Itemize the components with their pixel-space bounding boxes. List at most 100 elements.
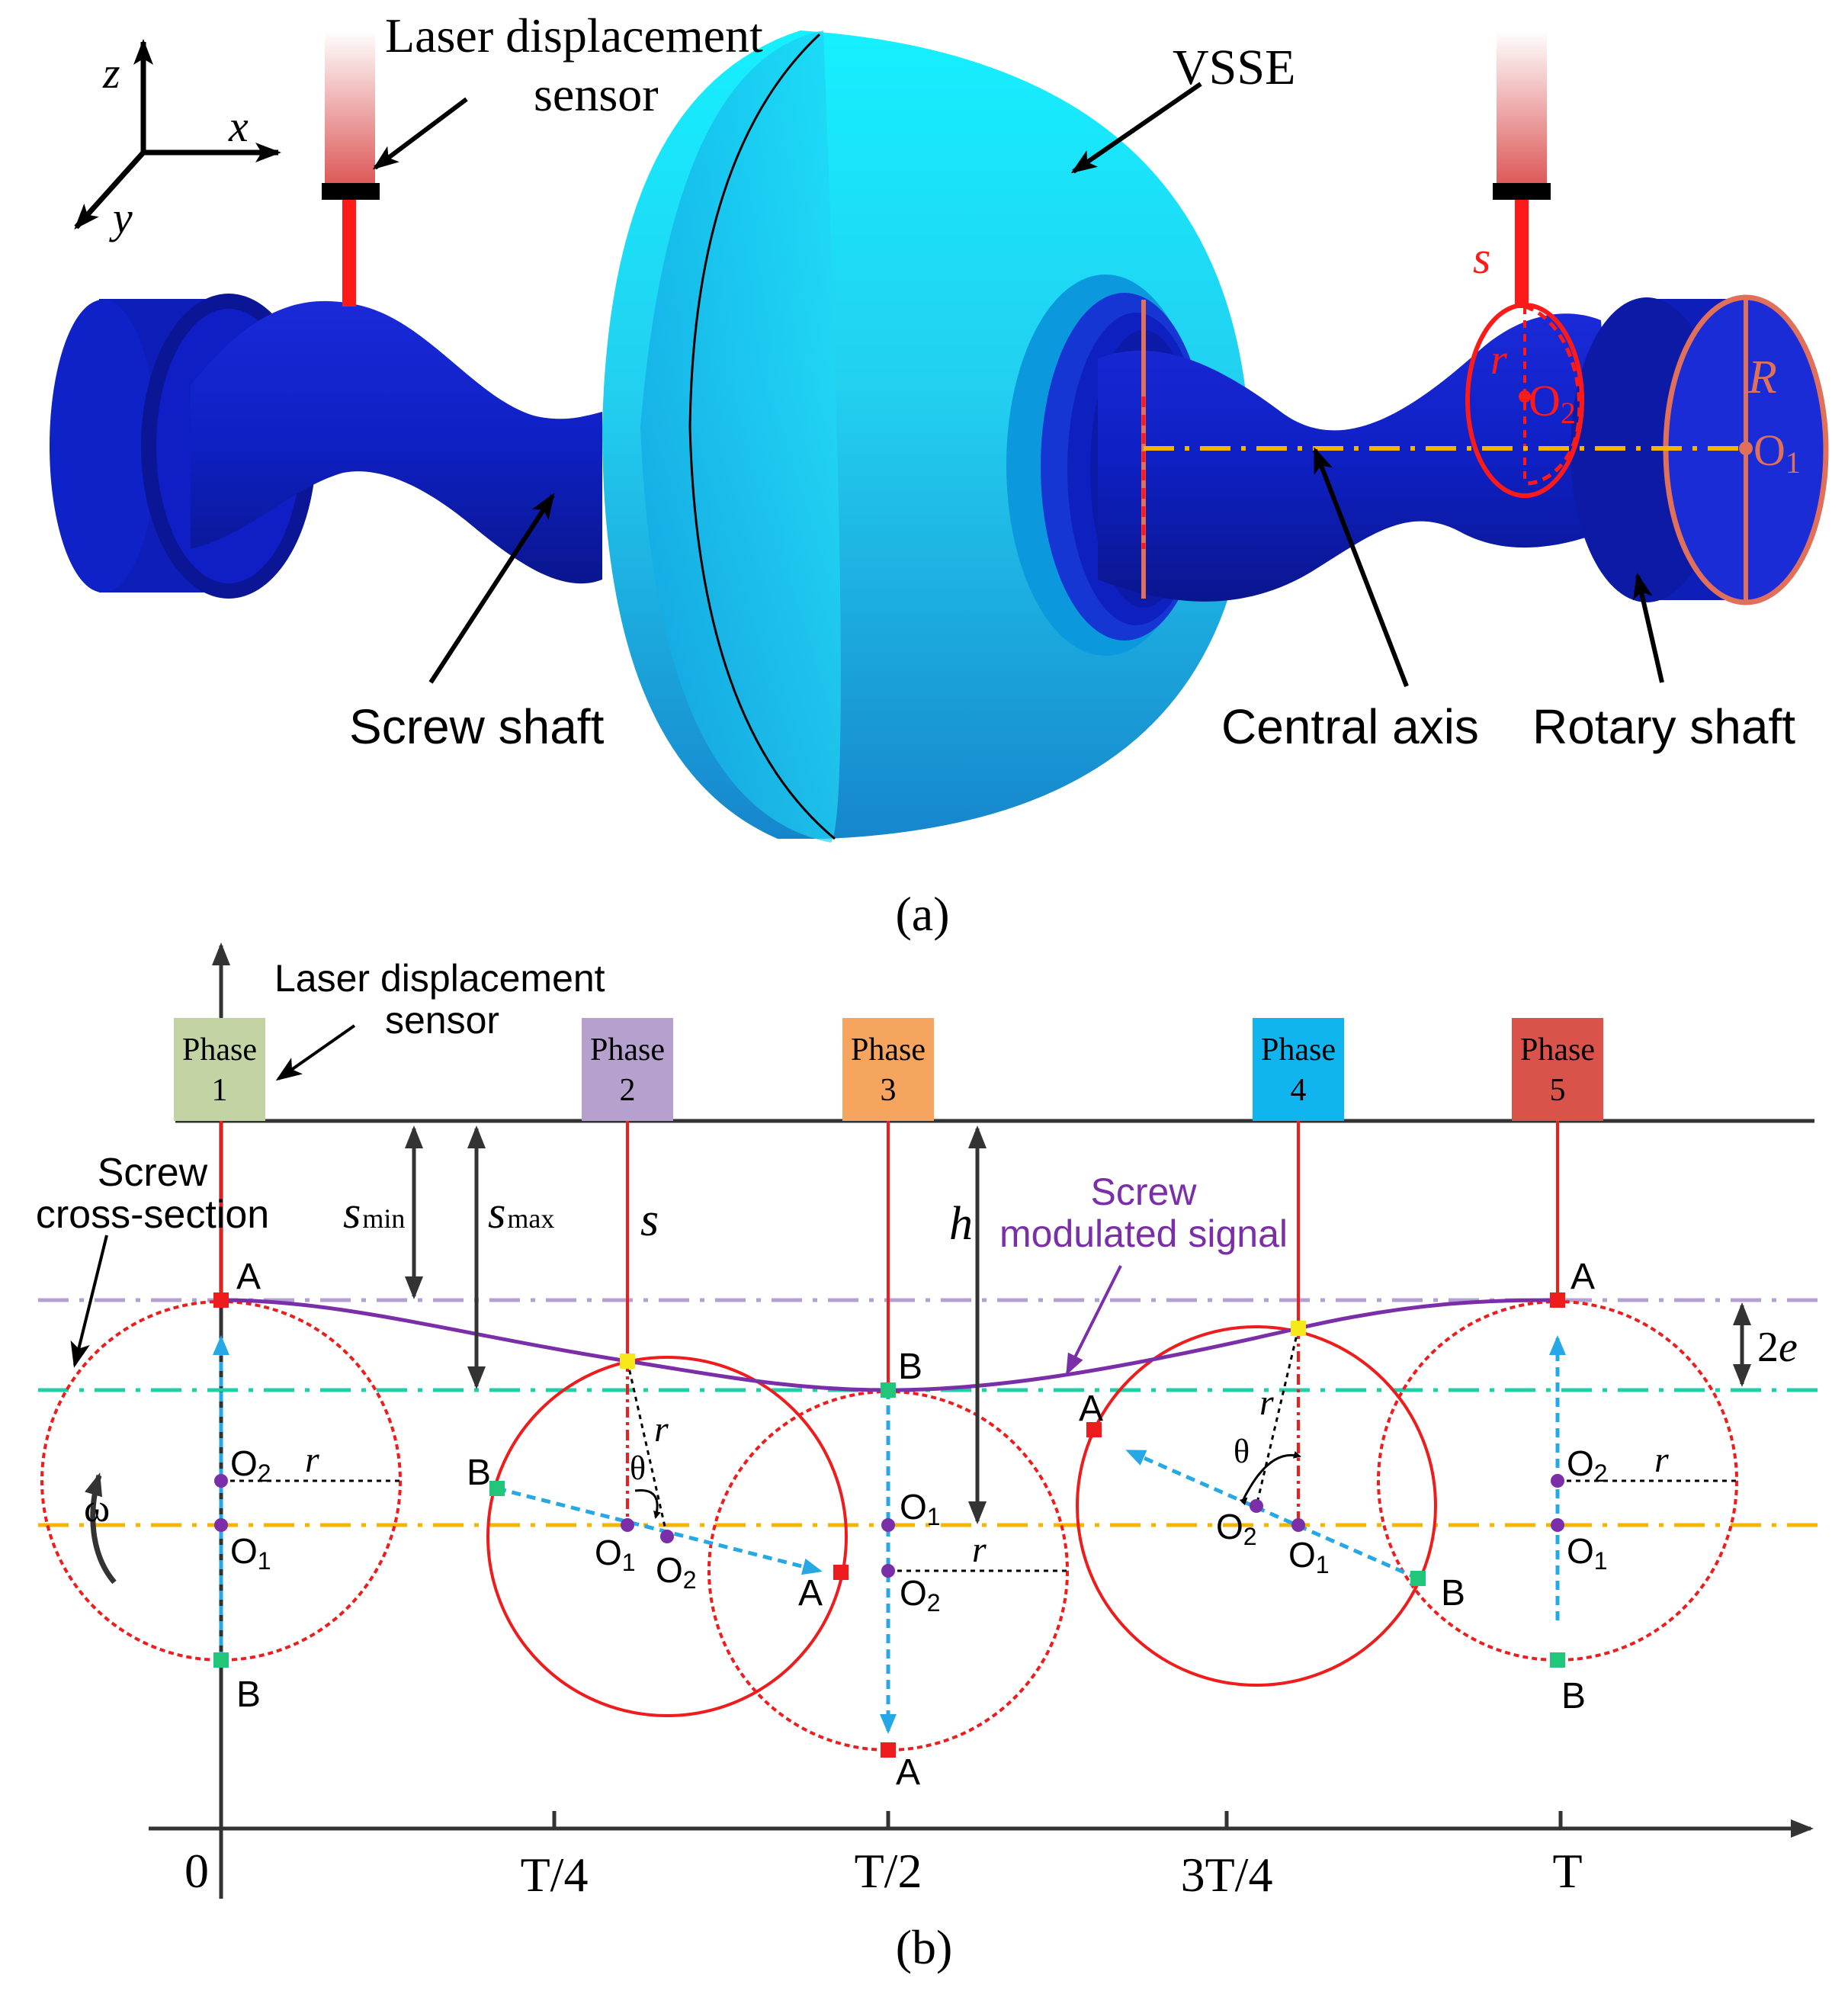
label-a-phase1: A: [236, 1257, 261, 1297]
phase-box-5: Phase 5: [1512, 1018, 1603, 1121]
tick-label-0: 0: [184, 1844, 209, 1898]
signal-pointer-arrow: [1066, 1265, 1122, 1376]
sensor-pointer-arrow: [275, 1024, 356, 1081]
theta-arc-4b: [1239, 1486, 1252, 1506]
caption-a: (a): [895, 887, 949, 941]
r-label-phase2: r: [654, 1409, 669, 1450]
laser-beam-extensions: [626, 1328, 1300, 1525]
screw-section-dashed-half: [1524, 304, 1582, 486]
axis-x-label: x: [228, 101, 249, 151]
rotary-shaft-label: Rotary shaft: [1532, 699, 1795, 754]
tick-label-t2: T/2: [855, 1844, 922, 1898]
laser-label-line1: Laser displacement: [385, 8, 763, 63]
circle-phase-4: [1076, 1325, 1437, 1687]
phase-1-num: 1: [212, 1073, 228, 1108]
two-e-label: 2e: [1757, 1324, 1798, 1371]
panel-a: z x y: [50, 8, 1829, 941]
h-label: h: [949, 1198, 973, 1250]
label-a-phase3: A: [896, 1752, 920, 1793]
points-a: [213, 1292, 1565, 1758]
phase-box-3: Phase 3: [842, 1018, 934, 1121]
laser-label-line2: sensor: [534, 67, 659, 121]
o2-label-a: O2: [1529, 376, 1576, 430]
pointer-arrows-a: [372, 82, 1664, 688]
phase-5-num: 5: [1550, 1073, 1566, 1108]
o1-label-phase3: O1: [900, 1487, 941, 1530]
label-a-phase2: A: [798, 1573, 823, 1614]
o2-point: [1519, 390, 1531, 403]
s-label-b: s: [640, 1194, 659, 1246]
signal-label-line1: Screw: [1091, 1170, 1198, 1213]
tick-label-3t4: 3T/4: [1181, 1848, 1273, 1902]
o1-label-a: O1: [1753, 425, 1801, 480]
theta-arc-4: [1249, 1450, 1301, 1488]
r-label-phase3: r: [972, 1530, 987, 1570]
laser-sensor-left: [322, 31, 380, 307]
r-label-phase4: r: [1259, 1382, 1274, 1423]
screw-shaft-left: [191, 300, 602, 584]
smin-label: smin: [343, 1187, 405, 1238]
o2-label-phase1: O2: [230, 1443, 271, 1487]
o2-label-phase4: O2: [1216, 1507, 1257, 1550]
screw-shaft-label: Screw shaft: [349, 699, 605, 754]
phase-4-num: 4: [1291, 1073, 1307, 1108]
panel-b: 0 T/4 T/2 3T/4 T Phase 1 Phase 2 Phase 3: [0, 0, 1822, 1974]
s-label-a: s: [1473, 233, 1490, 283]
phase-4-word: Phase: [1261, 1032, 1336, 1068]
points-b: [213, 1382, 1565, 1668]
theta-label-phase2: θ: [630, 1450, 646, 1487]
central-axis-label: Central axis: [1221, 699, 1479, 754]
axis-y-label: y: [109, 193, 133, 242]
r-label-a: r: [1490, 336, 1507, 384]
o2-label-phase5: O2: [1567, 1443, 1608, 1487]
vsse-label: VSSE: [1173, 40, 1295, 95]
o1-label-phase1: O1: [230, 1531, 271, 1575]
circle-phase-2: [486, 1356, 848, 1717]
radius-lines: [221, 1328, 1737, 1572]
big-r-label: R: [1747, 352, 1777, 403]
sensor-label-line2: sensor: [385, 999, 499, 1042]
tick-label-t4: T/4: [521, 1848, 589, 1902]
phase-2-num: 2: [620, 1073, 636, 1108]
tick-marks: [219, 1811, 1563, 1829]
phase-3-num: 3: [881, 1073, 897, 1108]
r-label-phase5: r: [1654, 1440, 1669, 1480]
sensor-label-line1: Laser displacement: [274, 957, 605, 1000]
laser-sensor-right: [1493, 31, 1551, 308]
o1-label-phase4: O1: [1288, 1535, 1330, 1578]
o1-label-phase2: O1: [595, 1533, 636, 1576]
tick-label-t: T: [1552, 1844, 1582, 1898]
phase-2-word: Phase: [590, 1032, 665, 1068]
laser-beams: [220, 1121, 1559, 1390]
phase-3-word: Phase: [851, 1032, 926, 1068]
omega-arrow: [85, 1472, 117, 1585]
points-center: [214, 1474, 1564, 1578]
phase-box-4: Phase 4: [1253, 1018, 1344, 1121]
phase-box-2: Phase 2: [582, 1018, 673, 1121]
screw-shaft-right: [1098, 313, 1616, 602]
label-b-phase4: B: [1441, 1573, 1465, 1614]
label-b-phase3: B: [898, 1347, 922, 1387]
measure-arrows: [405, 1125, 1751, 1524]
two-e-hidden: 2e: [0, 0, 2, 1]
points-measure: [620, 1321, 1306, 1369]
o2-label-phase2: O2: [656, 1550, 697, 1594]
cross-section-pointer-arrow: [70, 1235, 108, 1368]
r-label-phase1: r: [305, 1440, 319, 1480]
theta-label-phase4: θ: [1234, 1433, 1250, 1470]
coordinate-axes: [74, 39, 281, 230]
o2-label-phase3: O2: [900, 1573, 941, 1617]
label-a-phase4: A: [1079, 1389, 1103, 1429]
phase-5-word: Phase: [1520, 1032, 1595, 1068]
phase-box-1: Phase 1: [174, 1018, 265, 1121]
signal-label-line2: modulated signal: [999, 1212, 1288, 1255]
caption-b: (b): [896, 1920, 953, 1974]
cross-section-label-line1: Screw: [98, 1151, 208, 1195]
label-b-phase5: B: [1561, 1676, 1586, 1716]
o1-label-phase5: O1: [1567, 1531, 1608, 1575]
phase-1-word: Phase: [182, 1032, 257, 1068]
theta-arc-2: [634, 1488, 661, 1519]
cross-section-label-line2: cross-section: [36, 1193, 269, 1237]
label-b-phase1: B: [236, 1675, 261, 1715]
